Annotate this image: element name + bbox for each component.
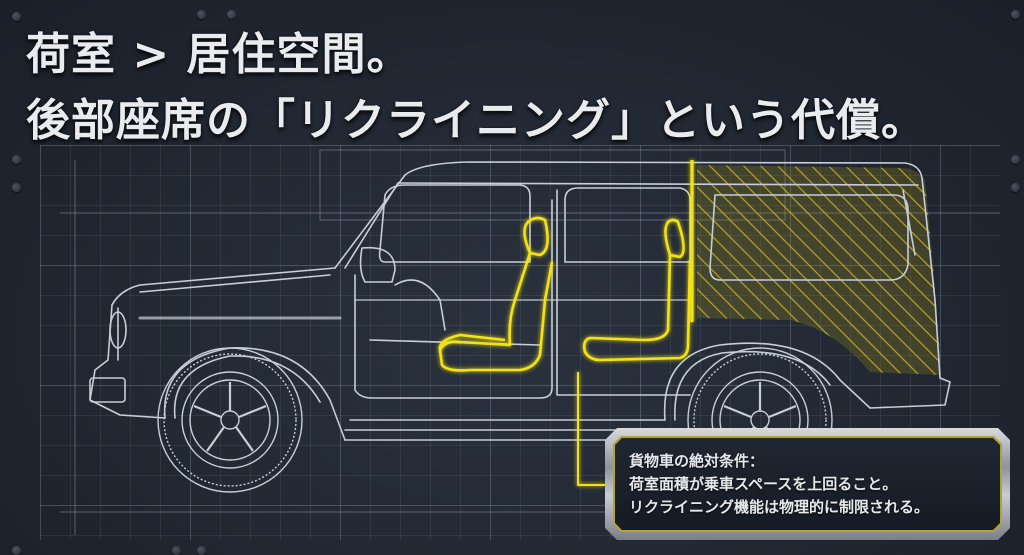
front-wheel (157, 347, 303, 493)
headline-line-2: 後部座席の「リクライニング」という代償。 (26, 95, 926, 146)
rivet-icon (197, 546, 206, 555)
callout-body (615, 438, 1000, 530)
rivet-icon (12, 183, 21, 192)
rivet-icon (12, 12, 21, 21)
car-body-outline (89, 161, 951, 441)
rivet-icon (1011, 155, 1020, 164)
callout-line-3: リクライニング機能は物理的に制限される。 (629, 498, 930, 516)
rivet-icon (227, 10, 236, 19)
cargo-area-hatch (697, 165, 940, 375)
callout-text: 貨物車の絶対条件： 荷室面積が乗車スペースを上回ること。 リクライニング機能は物… (629, 450, 929, 519)
callout-line-1: 貨物車の絶対条件： (629, 452, 765, 470)
rivet-icon (1011, 10, 1020, 19)
front-seat-highlight (438, 216, 554, 372)
rivet-icon (197, 10, 206, 19)
headline-line-1: 荷室 > 居住空間。 (26, 29, 412, 80)
rivet-icon (12, 155, 21, 164)
rivet-icon (12, 546, 21, 555)
callout-leader-line (577, 372, 605, 486)
callout-panel: 貨物車の絶対条件： 荷室面積が乗車スペースを上回ること。 リクライニング機能は物… (605, 428, 1010, 540)
callout-line-2: 荷室面積が乗車スペースを上回ること。 (629, 475, 898, 493)
rear-seat-highlight (582, 218, 692, 362)
rivet-icon (1011, 183, 1020, 192)
rivet-icon (172, 546, 181, 555)
